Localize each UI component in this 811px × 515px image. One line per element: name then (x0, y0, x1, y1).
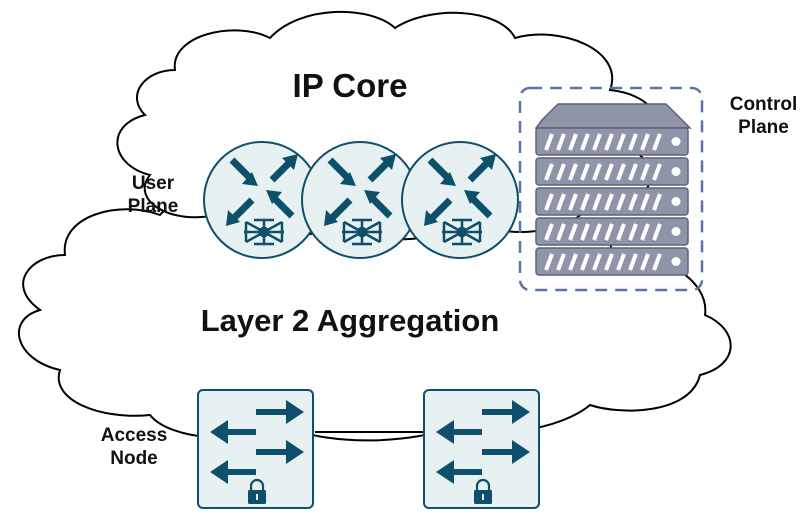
control-plane-box (518, 86, 704, 292)
user-plane-label-line1: User (131, 173, 175, 194)
control-plane-label: Control Plane (716, 94, 811, 140)
server-icon (534, 103, 692, 277)
user-plane-label-line2: Plane (127, 195, 179, 217)
access-node-label-line2: Node (110, 447, 158, 469)
router-icon (302, 142, 418, 258)
switch-icon (424, 390, 539, 508)
control-plane-label-line1: Control (729, 94, 798, 115)
switch-icon (198, 390, 313, 508)
access-node-label: Access Node (78, 425, 190, 471)
user-plane-label: User Plane (118, 173, 188, 219)
control-plane-label-line2: Plane (738, 116, 789, 138)
access-node-label-line1: Access (100, 425, 168, 446)
router-icon (402, 142, 518, 258)
layer2-aggregation-label: Layer 2 Aggregation (200, 303, 500, 338)
ip-core-label: IP Core (292, 67, 408, 104)
